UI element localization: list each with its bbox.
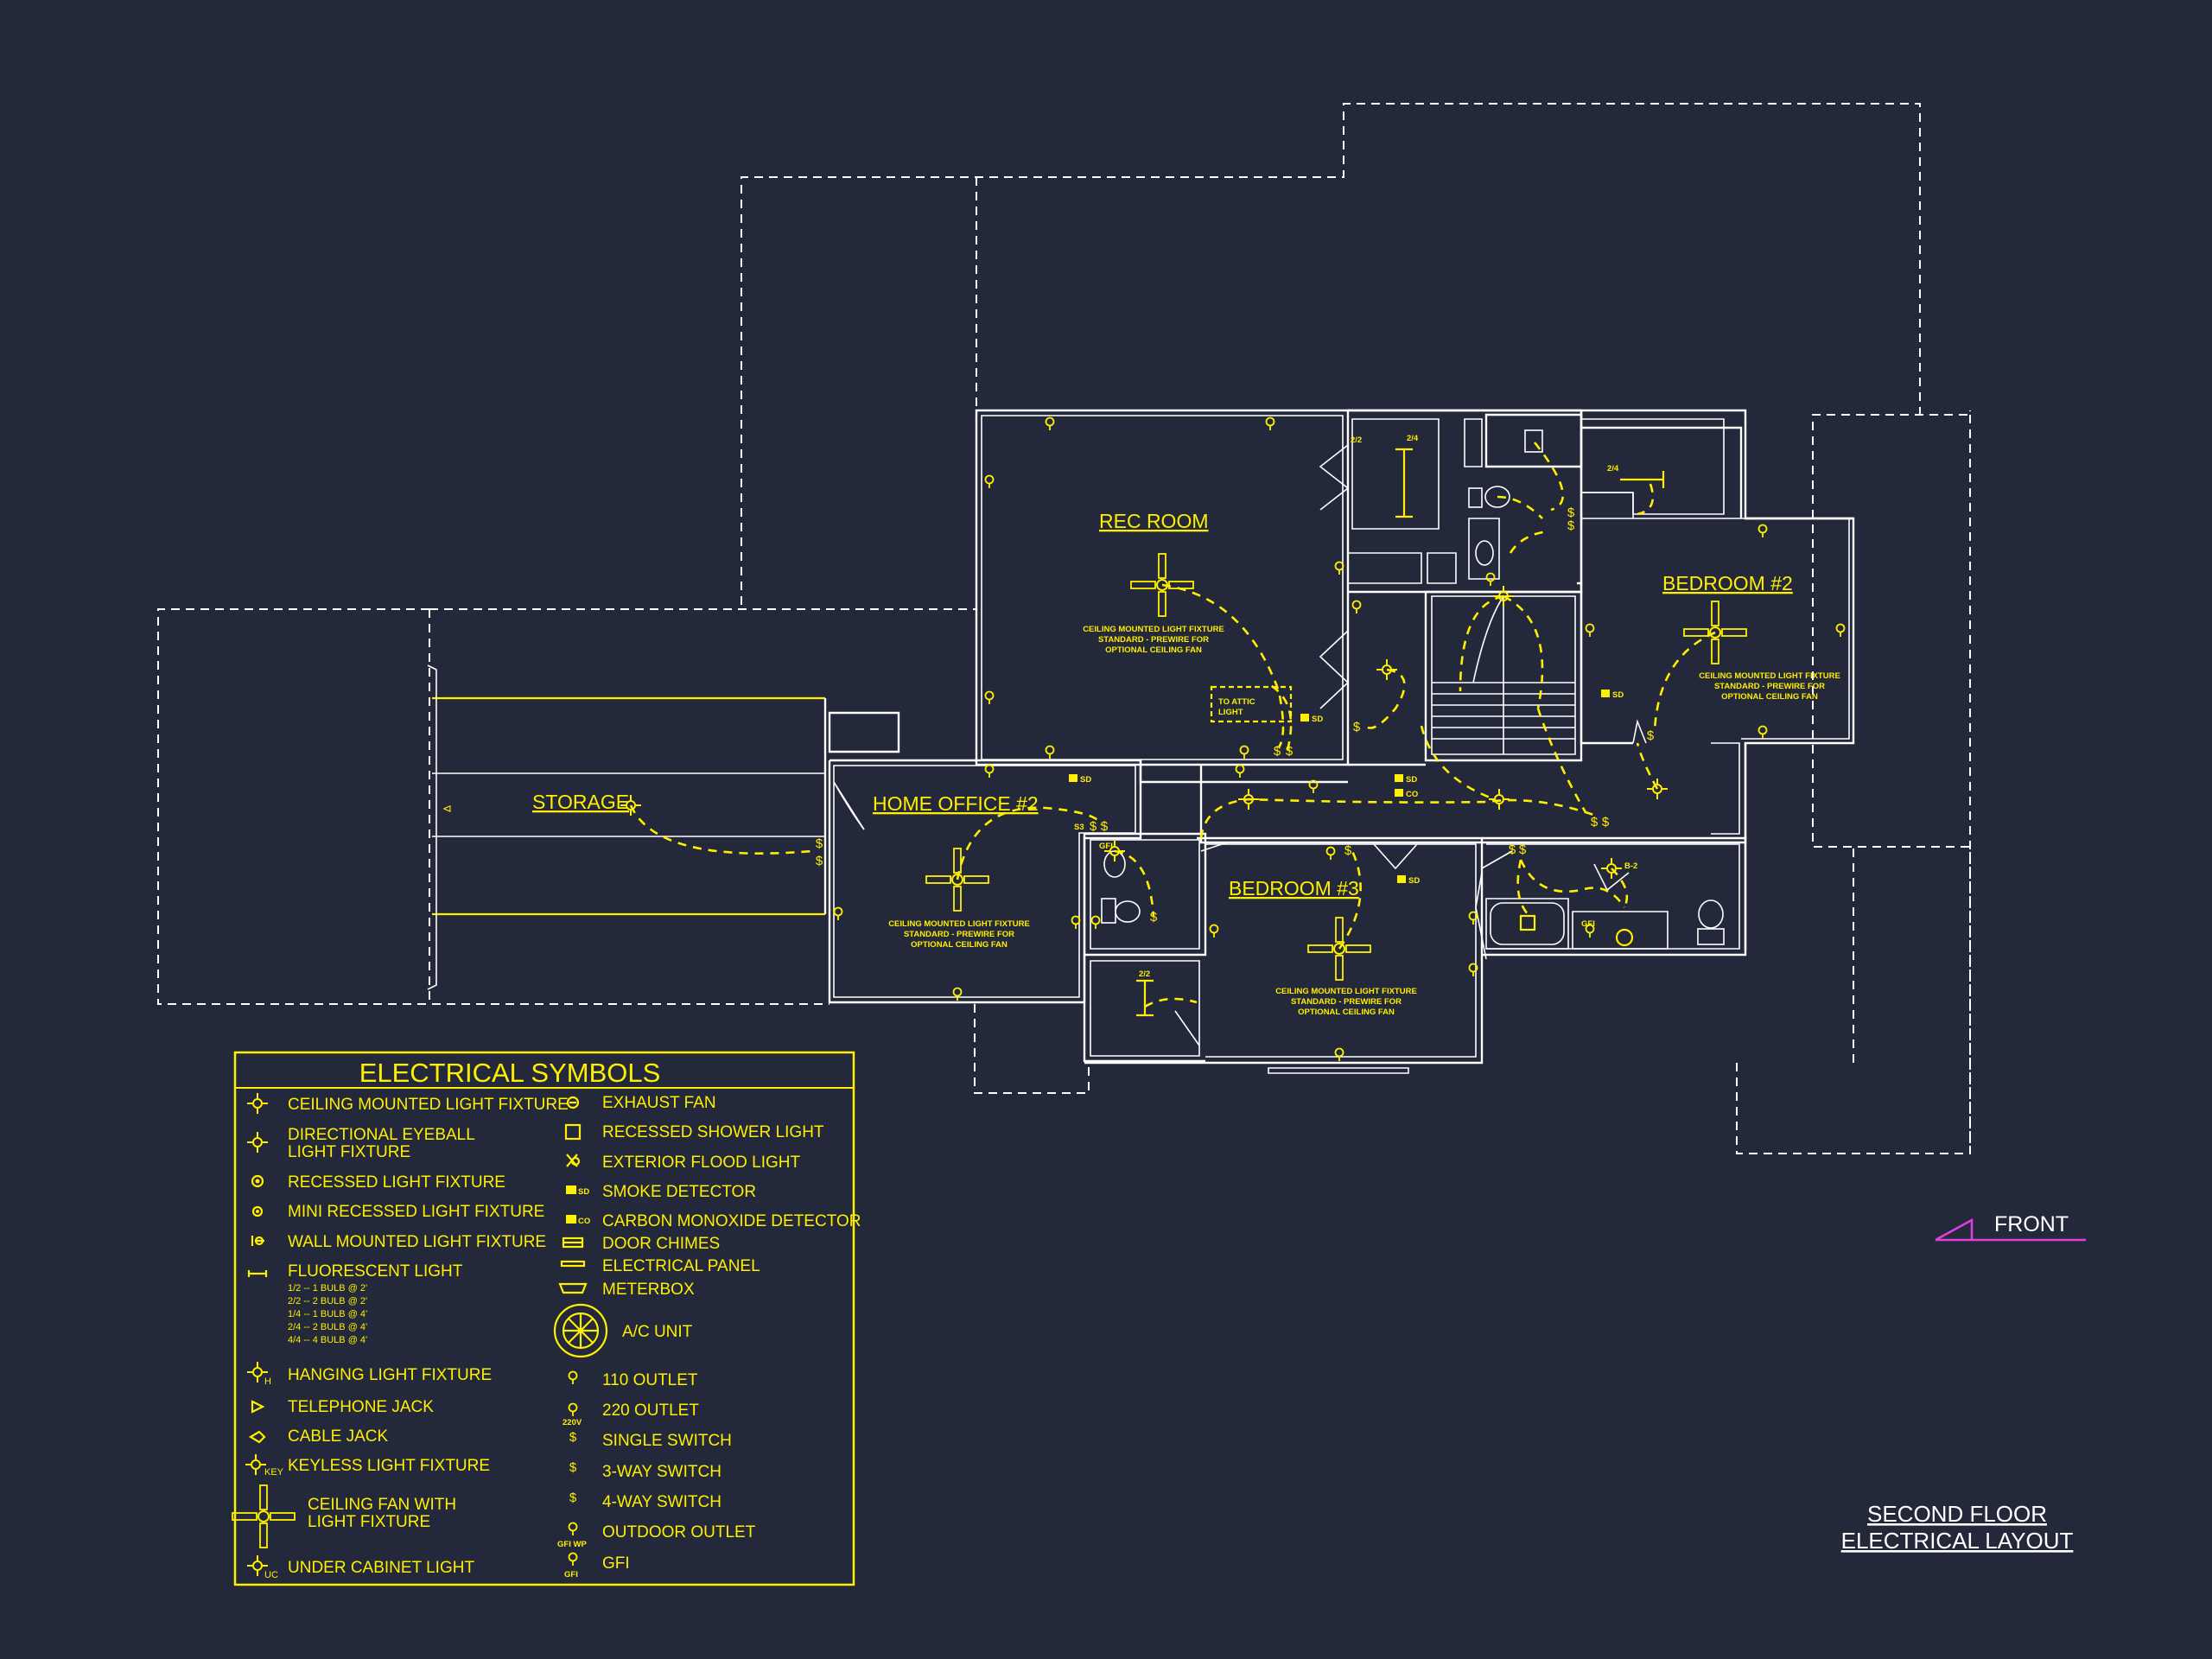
svg-text:SD: SD — [1408, 876, 1420, 886]
storage-area: ⊲ STORAGE — [427, 664, 827, 990]
svg-text:KEY: KEY — [264, 1467, 284, 1478]
svg-text:220V: 220V — [563, 1418, 582, 1427]
svg-text:METERBOX: METERBOX — [602, 1281, 695, 1299]
svg-text:TELEPHONE JACK: TELEPHONE JACK — [288, 1398, 434, 1416]
svg-text:OPTIONAL CEILING FAN: OPTIONAL CEILING FAN — [911, 940, 1007, 950]
home-office-electrical: HOME OFFICE #2 CEILING MOUNTED LIGHT FIX… — [833, 792, 1109, 1001]
small-bath-electrical: GFI 2/2 — [1090, 840, 1198, 1017]
svg-text:ELECTRICAL PANEL: ELECTRICAL PANEL — [602, 1257, 760, 1275]
hallway-electrical: SD SD CO — [984, 708, 1669, 839]
svg-text:STANDARD - PREWIRE FOR: STANDARD - PREWIRE FOR — [1291, 997, 1402, 1007]
svg-text:ELECTRICAL LAYOUT: ELECTRICAL LAYOUT — [1841, 1528, 2074, 1554]
svg-text:RECESSED LIGHT FIXTURE: RECESSED LIGHT FIXTURE — [288, 1173, 505, 1192]
svg-text:FLUORESCENT LIGHT: FLUORESCENT LIGHT — [288, 1262, 463, 1281]
svg-text:EXHAUST FAN: EXHAUST FAN — [602, 1094, 716, 1112]
svg-text:CEILING FAN WITH: CEILING FAN WITH — [308, 1496, 456, 1514]
svg-text:A/C UNIT: A/C UNIT — [622, 1323, 693, 1341]
svg-text:TO ATTIC: TO ATTIC — [1218, 697, 1255, 707]
svg-text:EXTERIOR FLOOD LIGHT: EXTERIOR FLOOD LIGHT — [602, 1154, 800, 1172]
svg-text:UNDER CABINET LIGHT: UNDER CABINET LIGHT — [288, 1559, 474, 1577]
bedroom2-label: BEDROOM #2 — [1662, 572, 1793, 594]
svg-text:CARBON MONOXIDE DETECTOR: CARBON MONOXIDE DETECTOR — [602, 1212, 861, 1230]
svg-text:CEILING MOUNTED LIGHT FIXTURE: CEILING MOUNTED LIGHT FIXTURE — [1275, 987, 1417, 996]
svg-text:220 OUTLET: 220 OUTLET — [602, 1402, 699, 1420]
svg-text:1/4 -- 1 BULB @ 4': 1/4 -- 1 BULB @ 4' — [288, 1309, 367, 1319]
upper-mid-electrical: 2/4 2/2 — [1351, 434, 1575, 734]
svg-text:RECESSED SHOWER LIGHT: RECESSED SHOWER LIGHT — [602, 1123, 824, 1141]
svg-text:CO: CO — [578, 1217, 590, 1226]
svg-text:SD: SD — [1406, 775, 1417, 785]
svg-text:2/2: 2/2 — [1139, 969, 1150, 979]
front-indicator: FRONT — [1935, 1212, 2086, 1242]
svg-text:UC: UC — [264, 1570, 278, 1580]
svg-text:S3: S3 — [1074, 823, 1084, 832]
svg-text:2/2 -- 2 BULB @ 2': 2/2 -- 2 BULB @ 2' — [288, 1296, 367, 1306]
svg-text:B-2: B-2 — [1624, 861, 1637, 871]
svg-text:GFI WP: GFI WP — [557, 1540, 587, 1549]
svg-text:STANDARD - PREWIRE FOR: STANDARD - PREWIRE FOR — [1098, 635, 1209, 645]
svg-text:CEILING MOUNTED LIGHT FIXTURE: CEILING MOUNTED LIGHT FIXTURE — [288, 1096, 569, 1114]
svg-text:SD: SD — [1612, 690, 1624, 700]
svg-text:4/4 -- 4 BULB @ 4': 4/4 -- 4 BULB @ 4' — [288, 1335, 367, 1345]
svg-text:WALL MOUNTED LIGHT FIXTURE: WALL MOUNTED LIGHT FIXTURE — [288, 1233, 546, 1251]
svg-text:LIGHT: LIGHT — [1218, 708, 1243, 717]
svg-text:2/4: 2/4 — [1407, 434, 1419, 443]
svg-text:GFI: GFI — [1581, 919, 1595, 929]
svg-text:LIGHT FIXTURE: LIGHT FIXTURE — [308, 1513, 430, 1531]
svg-text:DOOR CHIMES: DOOR CHIMES — [602, 1235, 720, 1253]
drawing-title: SECOND FLOOR ELECTRICAL LAYOUT — [1841, 1501, 2074, 1554]
svg-text:OPTIONAL CEILING FAN: OPTIONAL CEILING FAN — [1298, 1007, 1395, 1017]
rec-room-label: REC ROOM — [1099, 510, 1209, 532]
svg-text:STANDARD - PREWIRE FOR: STANDARD - PREWIRE FOR — [1714, 682, 1825, 691]
svg-text:H: H — [264, 1376, 271, 1387]
svg-text:HANGING LIGHT FIXTURE: HANGING LIGHT FIXTURE — [288, 1366, 492, 1384]
svg-text:CEILING MOUNTED LIGHT FIXTURE: CEILING MOUNTED LIGHT FIXTURE — [888, 919, 1030, 929]
svg-text:OPTIONAL CEILING FAN: OPTIONAL CEILING FAN — [1721, 692, 1818, 702]
bedroom3-electrical: BEDROOM #3 CEILING MOUNTED LIGHT FIXTURE… — [1209, 843, 1478, 1062]
legend-title: ELECTRICAL SYMBOLS — [359, 1058, 661, 1088]
dashed-outlines — [157, 103, 1971, 1154]
svg-text:3-WAY SWITCH: 3-WAY SWITCH — [602, 1463, 721, 1481]
svg-text:SECOND FLOOR: SECOND FLOOR — [1867, 1501, 2047, 1527]
svg-text:SD: SD — [578, 1187, 589, 1197]
storage-label: STORAGE — [532, 791, 629, 813]
svg-text:4-WAY SWITCH: 4-WAY SWITCH — [602, 1493, 721, 1511]
svg-text:OPTIONAL CEILING FAN: OPTIONAL CEILING FAN — [1105, 645, 1202, 655]
svg-text:KEYLESS LIGHT FIXTURE: KEYLESS LIGHT FIXTURE — [288, 1457, 490, 1475]
svg-text:⊲: ⊲ — [442, 802, 452, 815]
svg-text:STANDARD - PREWIRE FOR: STANDARD - PREWIRE FOR — [904, 930, 1014, 939]
svg-text:GFI: GFI — [564, 1570, 578, 1580]
svg-text:DIRECTIONAL EYEBALL: DIRECTIONAL EYEBALL — [288, 1126, 475, 1144]
rec-room-electrical: REC ROOM CEILING MOUNTED LIGHT FIXTURE S… — [984, 416, 1344, 760]
electrical-symbols-legend: ELECTRICAL SYMBOLS H KEY UC CEILING MOUN… — [232, 1051, 861, 1586]
svg-text:2/4 -- 2 BULB @ 4': 2/4 -- 2 BULB @ 4' — [288, 1322, 367, 1332]
svg-text:SMOKE DETECTOR: SMOKE DETECTOR — [602, 1183, 756, 1201]
svg-text:110 OUTLET: 110 OUTLET — [602, 1371, 698, 1389]
svg-text:MINI RECESSED LIGHT FIXTURE: MINI RECESSED LIGHT FIXTURE — [288, 1203, 544, 1221]
svg-text:SINGLE SWITCH: SINGLE SWITCH — [602, 1432, 732, 1450]
svg-text:OUTDOOR OUTLET: OUTDOOR OUTLET — [602, 1523, 756, 1541]
svg-text:SD: SD — [1080, 775, 1091, 785]
building-walls — [828, 409, 1855, 1074]
svg-text:CABLE JACK: CABLE JACK — [288, 1427, 388, 1446]
svg-text:LIGHT FIXTURE: LIGHT FIXTURE — [288, 1143, 410, 1161]
right-bath-electrical: B-2 GFI — [1468, 842, 1637, 947]
home-office-label: HOME OFFICE #2 — [873, 792, 1039, 815]
svg-text:SD: SD — [1312, 715, 1323, 724]
svg-text:FRONT: FRONT — [1994, 1212, 2069, 1236]
svg-text:2/2: 2/2 — [1351, 435, 1362, 445]
svg-text:CEILING MOUNTED LIGHT FIXTURE: CEILING MOUNTED LIGHT FIXTURE — [1699, 671, 1840, 681]
svg-text:GFI: GFI — [1099, 842, 1113, 851]
svg-text:GFI: GFI — [602, 1554, 630, 1573]
bedroom3-label: BEDROOM #3 — [1229, 877, 1359, 899]
svg-text:CEILING MOUNTED LIGHT FIXTURE: CEILING MOUNTED LIGHT FIXTURE — [1083, 625, 1224, 634]
svg-text:1/2 -- 1 BULB @ 2': 1/2 -- 1 BULB @ 2' — [288, 1283, 367, 1294]
svg-text:2/4: 2/4 — [1607, 464, 1619, 474]
svg-text:CO: CO — [1406, 790, 1418, 799]
bedroom2-electrical: BEDROOM #2 CEILING MOUNTED LIGHT FIXTURE… — [1585, 464, 1846, 743]
